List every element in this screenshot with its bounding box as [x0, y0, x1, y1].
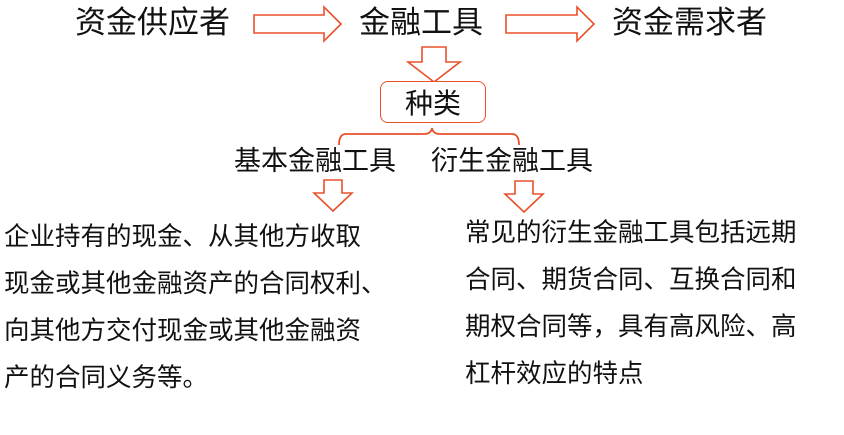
description-line: 企业持有的现金、从其他方收取 — [4, 222, 362, 252]
derivative-instrument-description: 常见的衍生金融工具包括远期 合同、期货合同、互换合同和 期权合同等，具有高风险、… — [465, 210, 797, 398]
category-box-label: 种类 — [404, 87, 461, 120]
description-line: 产的合同义务等。 — [4, 363, 209, 393]
fund-supplier-label: 资金供应者 — [75, 5, 230, 41]
down-arrow-icon — [405, 46, 463, 84]
derivative-instrument-label: 衍生金融工具 — [431, 146, 593, 177]
down-arrow-icon — [311, 179, 355, 213]
description-line: 现金或其他金融资产的合同权利、 — [4, 269, 387, 299]
basic-instrument-label: 基本金融工具 — [234, 146, 396, 177]
description-line: 期权合同等，具有高风险、高 — [465, 312, 797, 342]
description-line: 合同、期货合同、互换合同和 — [465, 265, 797, 295]
curly-brace-icon — [338, 127, 520, 146]
down-arrow-icon — [502, 180, 546, 214]
category-box: 种类 — [380, 81, 486, 123]
right-arrow-icon — [505, 5, 596, 43]
financial-instrument-label: 金融工具 — [359, 5, 483, 41]
right-arrow-icon — [253, 5, 343, 43]
description-line: 常见的衍生金融工具包括远期 — [465, 218, 797, 248]
fund-demander-label: 资金需求者 — [612, 5, 767, 41]
description-line: 向其他方交付现金或其他金融资 — [4, 316, 362, 346]
basic-instrument-description: 企业持有的现金、从其他方收取 现金或其他金融资产的合同权利、 向其他方交付现金或… — [4, 214, 387, 402]
description-line: 杠杆效应的特点 — [465, 359, 644, 389]
